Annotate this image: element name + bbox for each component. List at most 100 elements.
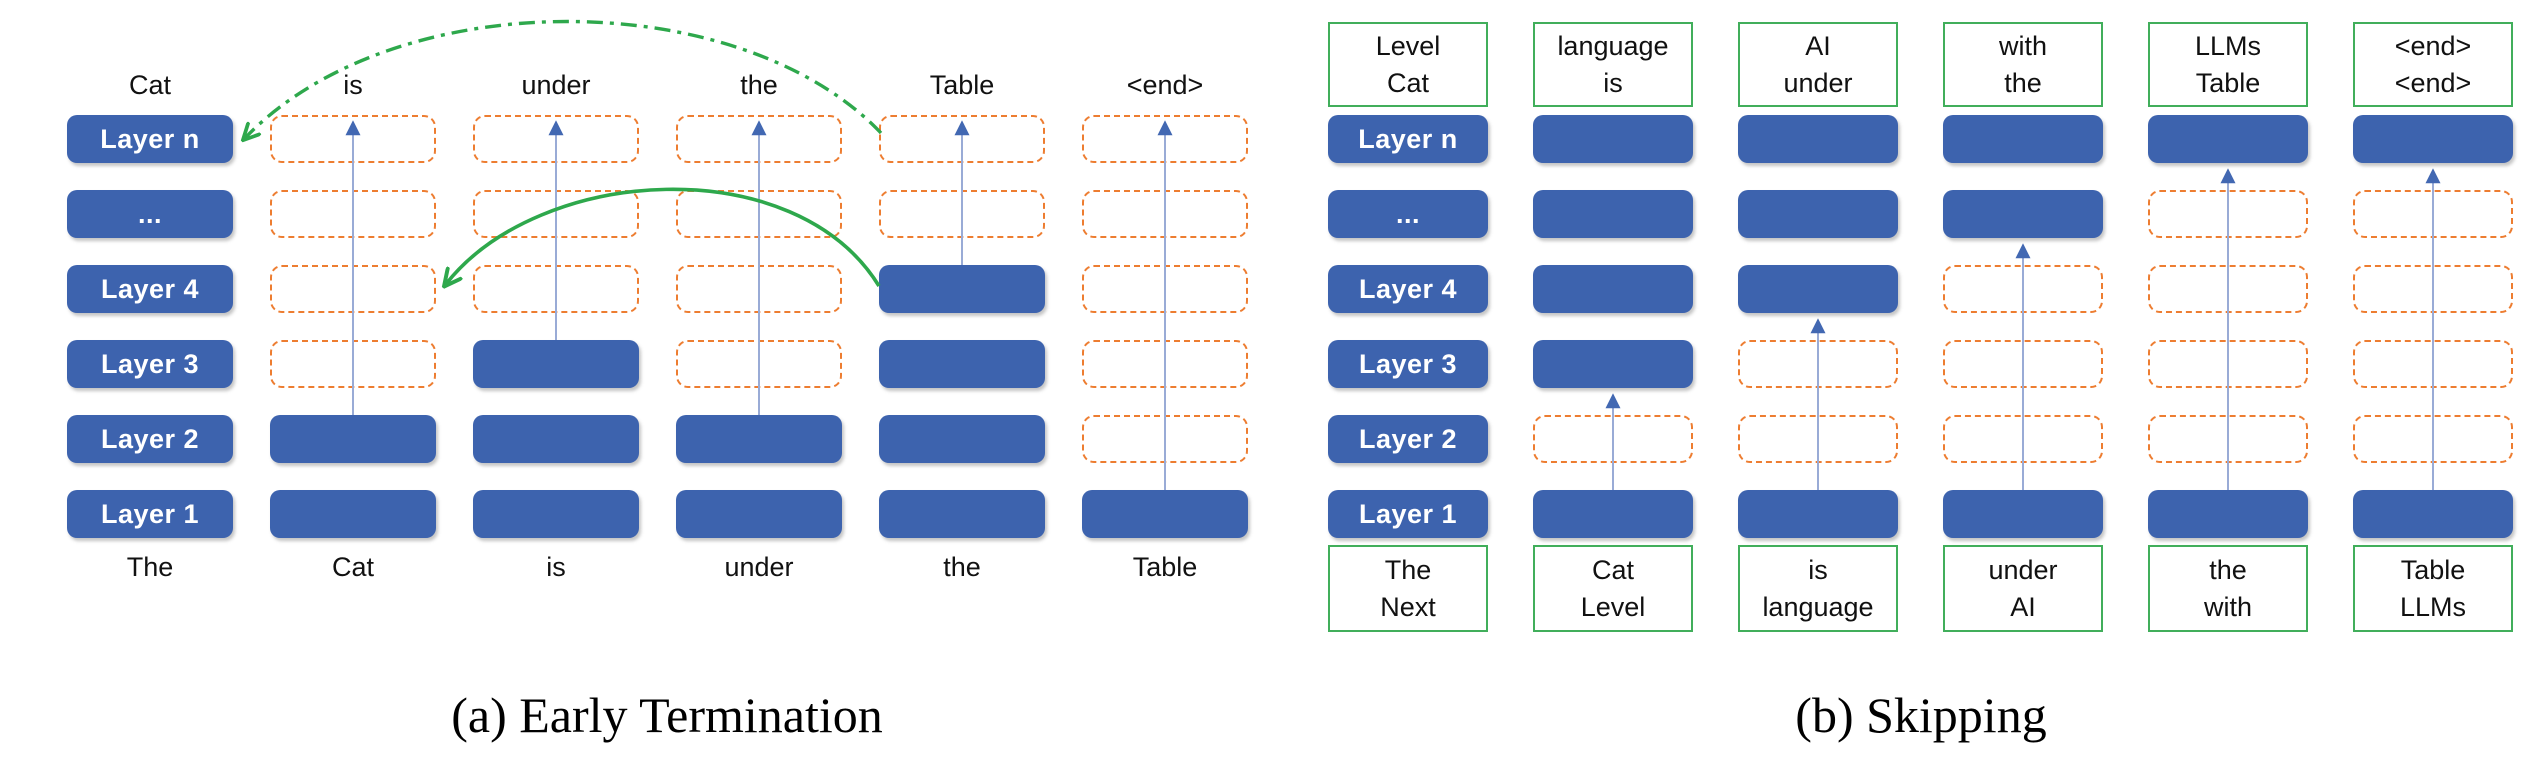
input-token-label: The	[126, 552, 174, 582]
hidden-state-skipped	[270, 190, 436, 238]
layer-label-box: Layer n	[1328, 115, 1488, 163]
hidden-state-skipped	[1082, 415, 1248, 463]
token-line: Level	[1580, 592, 1646, 623]
hidden-state-computed	[473, 340, 639, 388]
hidden-state-skipped	[1082, 265, 1248, 313]
hidden-state-skipped	[1943, 415, 2103, 463]
token-line: Cat	[1386, 68, 1430, 98]
hidden-state-skipped	[2148, 415, 2308, 463]
token-line: LLMs	[2194, 31, 2262, 61]
hidden-state-computed	[1943, 115, 2103, 163]
token-line: Level	[1375, 31, 1441, 61]
hidden-state-computed	[879, 340, 1045, 388]
token-line: the	[2209, 554, 2247, 585]
hidden-state-computed	[676, 490, 842, 538]
hidden-state-computed	[1738, 265, 1898, 313]
hidden-state-skipped	[2353, 340, 2513, 388]
copy-state-solid-arrow	[446, 187, 881, 286]
hidden-state-computed	[1082, 490, 1248, 538]
hidden-state-computed	[1943, 190, 2103, 238]
hidden-state-computed	[1533, 265, 1693, 313]
hidden-state-skipped	[473, 190, 639, 238]
hidden-state-skipped	[270, 265, 436, 313]
hidden-state-skipped	[1738, 340, 1898, 388]
hidden-state-skipped	[1943, 265, 2103, 313]
caption-early-termination: (a) Early Termination	[451, 687, 883, 743]
input-token-label: under	[724, 552, 794, 582]
hidden-state-skipped	[1082, 115, 1248, 163]
token-line: with	[1998, 31, 2047, 61]
token-line: under	[1783, 68, 1853, 98]
hidden-state-skipped	[270, 340, 436, 388]
input-token-label: is	[546, 552, 566, 582]
hidden-state-skipped	[1738, 415, 1898, 463]
layer-label-box: Layer 2	[67, 415, 233, 463]
layer-label-box: ...	[1328, 190, 1488, 238]
token-line: AI	[1805, 31, 1831, 61]
copy-state-dashdot-arrow	[245, 19, 883, 138]
output-token-box: with the	[1943, 22, 2103, 107]
output-token-label: the	[740, 70, 778, 100]
layer-label-box: Layer 1	[1328, 490, 1488, 538]
output-token-box: <end><end>	[2353, 22, 2513, 107]
hidden-state-skipped	[2148, 340, 2308, 388]
token-line: Table	[2400, 554, 2466, 585]
hidden-state-computed	[2353, 115, 2513, 163]
hidden-state-computed	[473, 415, 639, 463]
caption-skipping: (b) Skipping	[1795, 687, 2047, 743]
hidden-state-computed	[879, 490, 1045, 538]
hidden-state-skipped	[676, 115, 842, 163]
token-line: Next	[1380, 592, 1436, 623]
hidden-state-skipped	[473, 115, 639, 163]
token-line: the	[2004, 68, 2042, 98]
input-token-box: the with	[2148, 545, 2308, 632]
hidden-state-skipped	[879, 190, 1045, 238]
hidden-state-computed	[473, 490, 639, 538]
hidden-state-skipped	[676, 265, 842, 313]
layer-label-box: ...	[67, 190, 233, 238]
input-token-label: Cat	[331, 552, 375, 582]
output-token-label: <end>	[1126, 70, 1204, 100]
layer-label-box: Layer 3	[67, 340, 233, 388]
hidden-state-computed	[270, 415, 436, 463]
input-token-label: the	[943, 552, 981, 582]
hidden-state-skipped	[1082, 190, 1248, 238]
hidden-state-computed	[1533, 115, 1693, 163]
hidden-state-skipped	[2148, 265, 2308, 313]
token-line: under	[1988, 554, 2058, 585]
token-line: language	[1762, 592, 1874, 623]
token-line: LLMs	[2399, 592, 2467, 623]
hidden-state-computed	[879, 415, 1045, 463]
hidden-state-computed	[879, 265, 1045, 313]
output-token-label: Table	[929, 70, 995, 100]
hidden-state-skipped	[1533, 415, 1693, 463]
hidden-state-skipped	[2353, 190, 2513, 238]
hidden-state-computed	[270, 490, 436, 538]
output-token-label: under	[521, 70, 591, 100]
hidden-state-computed	[1738, 190, 1898, 238]
token-line: Table	[2195, 68, 2261, 98]
hidden-state-computed	[1533, 490, 1693, 538]
hidden-state-skipped	[676, 190, 842, 238]
token-line: The	[1384, 554, 1432, 585]
hidden-state-skipped	[2353, 265, 2513, 313]
layer-label-box: Layer 3	[1328, 340, 1488, 388]
layer-label-box: Layer 1	[67, 490, 233, 538]
hidden-state-computed	[1533, 340, 1693, 388]
input-token-label: Table	[1132, 552, 1198, 582]
hidden-state-skipped	[2148, 190, 2308, 238]
hidden-state-computed	[676, 415, 842, 463]
hidden-state-computed	[2148, 490, 2308, 538]
token-line: <end>	[2394, 31, 2472, 61]
output-token-label: is	[343, 70, 363, 100]
token-line: with	[2203, 592, 2252, 623]
output-token-label: Cat	[128, 70, 172, 100]
